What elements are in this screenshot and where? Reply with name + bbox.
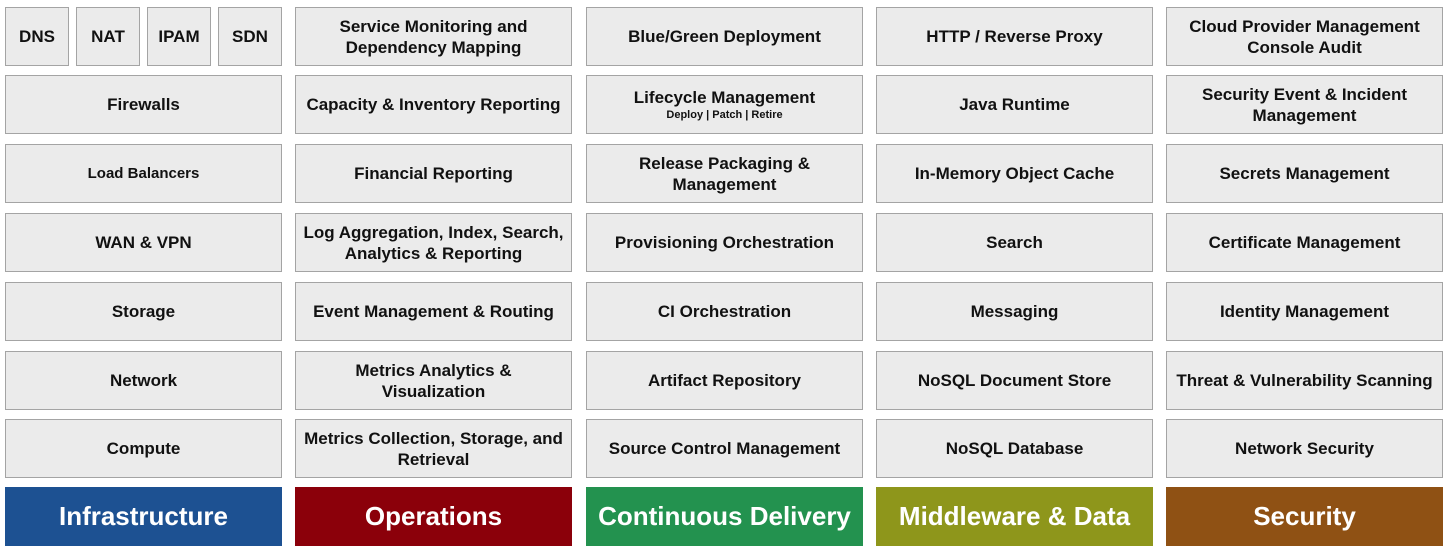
capability-label: Certificate Management [1208,233,1401,252]
capability-box-service-monitoring-and-dependency-mapping: Service Monitoring and Dependency Mappin… [295,7,572,66]
capability-box-event-management-and-routing: Event Management & Routing [295,282,572,341]
capability-box-messaging: Messaging [876,282,1153,341]
capability-box-sdn: SDN [218,7,282,66]
capability-box-financial-reporting: Financial Reporting [295,144,572,203]
capability-label: Metrics Analytics & Visualization [355,360,512,401]
capability-label: Secrets Management [1219,164,1390,183]
capability-label: Blue/Green Deployment [628,27,821,46]
capability-box-nosql-database: NoSQL Database [876,419,1153,478]
capability-box-nat: NAT [76,7,140,66]
capability-label: Lifecycle Management [633,88,816,107]
capability-label: Security Event & Incident Management [1202,84,1407,125]
capability-box-identity-management: Identity Management [1166,282,1443,341]
capability-label: Java Runtime [959,95,1070,114]
capability-box-capacity-and-inventory-reporting: Capacity & Inventory Reporting [295,75,572,134]
capability-label: HTTP / Reverse Proxy [926,27,1103,46]
capability-label: NoSQL Document Store [917,371,1112,390]
capability-label: Messaging [970,302,1059,321]
capability-box-in-memory-object-cache: In-Memory Object Cache [876,144,1153,203]
capability-box-cloud-provider-management-console-audit: Cloud Provider Management Console Audit [1166,7,1443,66]
capability-box-network-security: Network Security [1166,419,1443,478]
capability-sublabel: Deploy | Patch | Retire [666,109,783,121]
capability-box-ipam: IPAM [147,7,211,66]
capability-box-artifact-repository: Artifact Repository [586,351,863,410]
category-header-security: Security [1166,487,1443,546]
capability-label: NoSQL Database [945,439,1084,458]
capability-label: Compute [106,439,181,458]
capability-box-nosql-document-store: NoSQL Document Store [876,351,1153,410]
capability-box-search: Search [876,213,1153,272]
capability-label: Financial Reporting [354,164,513,183]
capability-label: Service Monitoring and Dependency Mappin… [339,16,528,57]
capability-box-log-aggregation-index-search-analytics-and-reporting: Log Aggregation, Index, Search, Analytic… [295,213,572,272]
capability-box-http-reverse-proxy: HTTP / Reverse Proxy [876,7,1153,66]
category-header-infrastructure: Infrastructure [5,487,282,546]
capability-box-dns: DNS [5,7,69,66]
capability-box-storage: Storage [5,282,282,341]
capability-label: Network Security [1235,439,1374,458]
capability-label: WAN & VPN [95,233,192,252]
capability-label: Event Management & Routing [313,302,554,321]
capability-label: Log Aggregation, Index, Search, Analytic… [303,222,564,263]
capability-label: CI Orchestration [657,302,792,321]
capability-box-ci-orchestration: CI Orchestration [586,282,863,341]
capability-label: Network [109,371,178,390]
capability-box-source-control-management: Source Control Management [586,419,863,478]
capability-label: Metrics Collection, Storage, and Retriev… [304,428,563,469]
capability-box-load-balancers: Load Balancers [5,144,282,203]
capability-label: Storage [111,302,176,321]
capability-label: Release Packaging & Management [638,153,811,194]
capability-label: In-Memory Object Cache [914,164,1115,183]
category-header-continuous-delivery: Continuous Delivery [586,487,863,546]
capability-label: Artifact Repository [647,371,802,390]
capability-box-threat-and-vulnerability-scanning: Threat & Vulnerability Scanning [1166,351,1443,410]
capability-box-metrics-analytics-and-visualization: Metrics Analytics & Visualization [295,351,572,410]
capability-box-network: Network [5,351,282,410]
capability-box-compute: Compute [5,419,282,478]
capability-label: Source Control Management [608,439,841,458]
capability-label: Search [986,233,1043,252]
capability-label: Load Balancers [87,165,200,182]
capability-label: Cloud Provider Management Console Audit [1189,16,1420,57]
capability-box-metrics-collection-storage-and-retrieval: Metrics Collection, Storage, and Retriev… [295,419,572,478]
capability-label: Identity Management [1219,302,1390,321]
capability-box-blue-green-deployment: Blue/Green Deployment [586,7,863,66]
capability-box-release-packaging-and-management: Release Packaging & Management [586,144,863,203]
capability-label: Firewalls [107,95,180,114]
capability-box-provisioning-orchestration: Provisioning Orchestration [586,213,863,272]
capability-box-security-event-and-incident-management: Security Event & Incident Management [1166,75,1443,134]
capability-box-firewalls: Firewalls [5,75,282,134]
capability-box-certificate-management: Certificate Management [1166,213,1443,272]
capability-box-secrets-management: Secrets Management [1166,144,1443,203]
category-header-middleware-and-data: Middleware & Data [876,487,1153,546]
capability-label: Threat & Vulnerability Scanning [1176,371,1433,390]
capability-box-wan-and-vpn: WAN & VPN [5,213,282,272]
category-header-operations: Operations [295,487,572,546]
capability-label: Capacity & Inventory Reporting [306,95,561,114]
capability-label: Provisioning Orchestration [614,233,835,252]
capability-box-java-runtime: Java Runtime [876,75,1153,134]
